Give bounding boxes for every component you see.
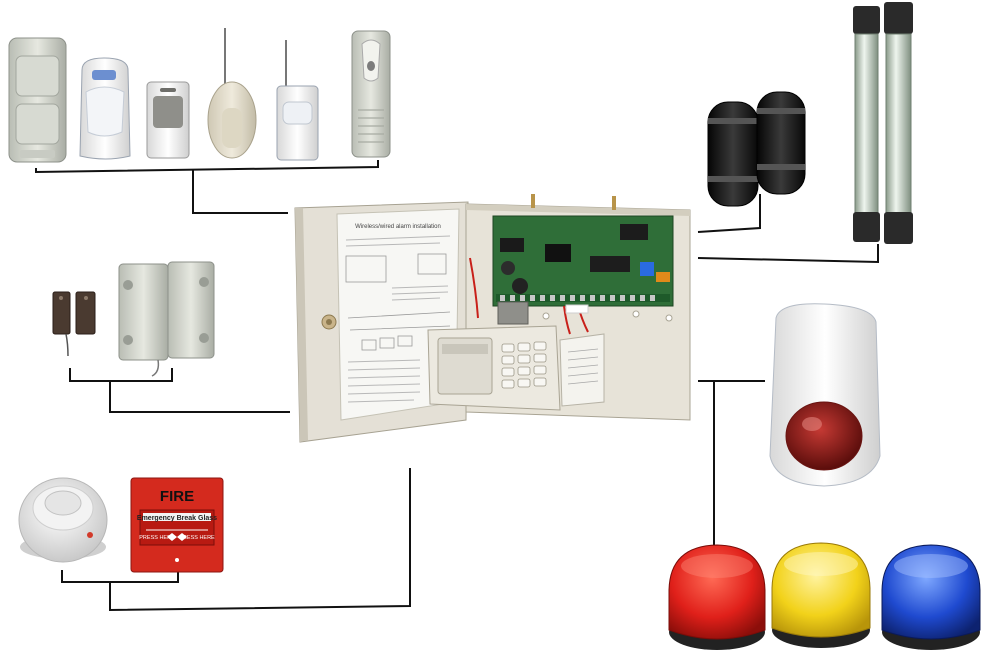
wire-contacts-bus	[69, 368, 173, 382]
siren-lens	[785, 401, 863, 471]
fire-left-text: PRESS HERE	[139, 535, 175, 541]
pir-motion-detector-white	[79, 57, 131, 160]
pir-dual-detector	[8, 37, 67, 163]
beam-tower-right	[884, 2, 913, 244]
wire-fire-tap	[109, 468, 411, 612]
manual-text-lines	[345, 235, 451, 403]
alarm-keypad	[427, 325, 605, 411]
strobe-light-red	[668, 544, 766, 650]
wire-detectors-bus	[35, 160, 379, 174]
keypad-buttons	[501, 341, 547, 389]
glass-break-detector	[351, 30, 391, 158]
dual-beam-detector-right	[756, 91, 806, 195]
door-magnetic-contact-small	[52, 291, 96, 357]
outdoor-siren	[769, 303, 881, 487]
door-magnetic-contact-heavy-duty	[118, 261, 215, 377]
strobe-light-blue	[881, 544, 981, 650]
fire-right-text: PRESS HERE	[179, 535, 215, 541]
wire-beam-tower	[697, 244, 879, 264]
wire-detectors-tap	[192, 169, 288, 214]
manual-title: Wireless/wired alarm installation	[355, 224, 441, 230]
strobe-light-yellow	[771, 542, 871, 648]
dual-beam-detector-left	[707, 101, 759, 207]
wireless-pir-detector-oval	[207, 28, 257, 159]
fire-manual-call-point: FIRE Emergency Break Glass PRESS HERE PR…	[130, 477, 224, 573]
pir-motion-detector-grey	[146, 81, 190, 159]
fire-label: FIRE	[160, 488, 194, 505]
wire-contacts-tap	[109, 381, 290, 413]
fire-caption: Emergency Break Glass	[137, 515, 217, 522]
alarm-control-panel: Wireless/wired alarm installation	[294, 194, 691, 443]
manual-diagram	[345, 253, 451, 351]
wireless-pir-detector	[276, 40, 319, 161]
wiring	[35, 160, 879, 612]
beam-tower-left	[853, 6, 880, 242]
wire-beam-dual	[697, 194, 761, 233]
smoke-detector	[18, 477, 108, 563]
wire-fire-bus	[61, 570, 179, 583]
